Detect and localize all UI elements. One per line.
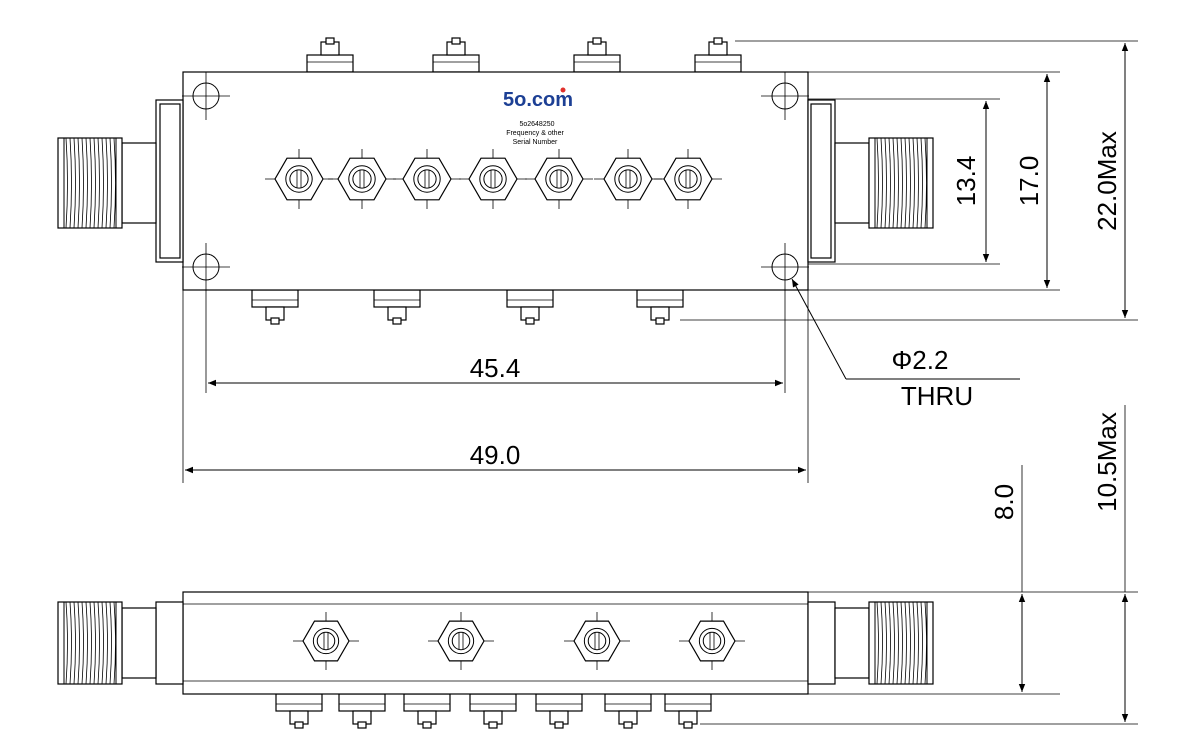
right-sma-connector-side: [807, 601, 934, 685]
pin-terminal: [664, 693, 712, 729]
tuning-screw: [564, 612, 630, 670]
product-marking: 5o.com 5o2648250 Frequency & other Seria…: [503, 87, 573, 146]
dim-22-0-label: 22.0Max: [1092, 131, 1122, 231]
left-sma-connector: [57, 99, 184, 263]
pin-terminal: [306, 37, 354, 73]
mounting-hole: [182, 72, 230, 120]
pin-terminal: [251, 289, 299, 325]
mounting-holes: [182, 72, 809, 291]
pin-terminal: [469, 693, 517, 729]
pin-terminal: [636, 289, 684, 325]
hole-diameter-label: Φ2.2: [892, 345, 949, 375]
marking-line2: Frequency & other: [506, 130, 564, 137]
top-pins: [306, 37, 742, 73]
pin-terminal: [432, 37, 480, 73]
pin-terminal: [506, 289, 554, 325]
tuning-screw: [293, 612, 359, 670]
left-sma-connector-side: [57, 601, 184, 685]
dim-45-4-label: 45.4: [470, 353, 521, 383]
logo-dot: [560, 87, 566, 93]
side-pins: [275, 693, 712, 729]
tuning-screw: [654, 149, 722, 209]
pin-terminal: [403, 693, 451, 729]
hole-leader: [791, 278, 847, 380]
pin-terminal: [694, 37, 742, 73]
tuning-screw: [459, 149, 527, 209]
tuning-screw: [525, 149, 593, 209]
pin-terminal: [275, 693, 323, 729]
pin-terminal: [373, 289, 421, 325]
part-number: 5o2648250: [519, 121, 554, 128]
top-view: 5o.com 5o2648250 Frequency & other Seria…: [57, 37, 1138, 483]
pin-terminal: [535, 693, 583, 729]
tuning-screw: [679, 612, 745, 670]
tuning-screw: [265, 149, 333, 209]
dim-10-5-label: 10.5Max: [1092, 412, 1122, 512]
pin-terminal: [604, 693, 652, 729]
dim-49-0-label: 49.0: [470, 440, 521, 470]
mounting-hole: [761, 72, 809, 120]
mounting-hole: [182, 243, 230, 291]
dim-8-0-label: 8.0: [989, 484, 1019, 520]
marking-line3: Serial Number: [513, 139, 558, 146]
side-view: 8.0 10.5Max: [57, 405, 1138, 729]
bottom-pins: [251, 289, 684, 325]
hole-thru-label: THRU: [901, 381, 973, 411]
mounting-hole: [761, 243, 809, 291]
right-sma-connector: [807, 99, 934, 263]
brand-logo: 5o.com: [503, 89, 573, 111]
tuning-screw: [594, 149, 662, 209]
pin-terminal: [338, 693, 386, 729]
tuning-screws-top: [265, 149, 722, 209]
tuning-screw: [393, 149, 461, 209]
pin-terminal: [573, 37, 621, 73]
tuning-screw: [328, 149, 396, 209]
tuning-screw: [428, 612, 494, 670]
dim-13-4-label: 13.4: [951, 156, 981, 207]
tuning-screws-side: [293, 612, 745, 670]
dim-17-0-label: 17.0: [1014, 156, 1044, 207]
